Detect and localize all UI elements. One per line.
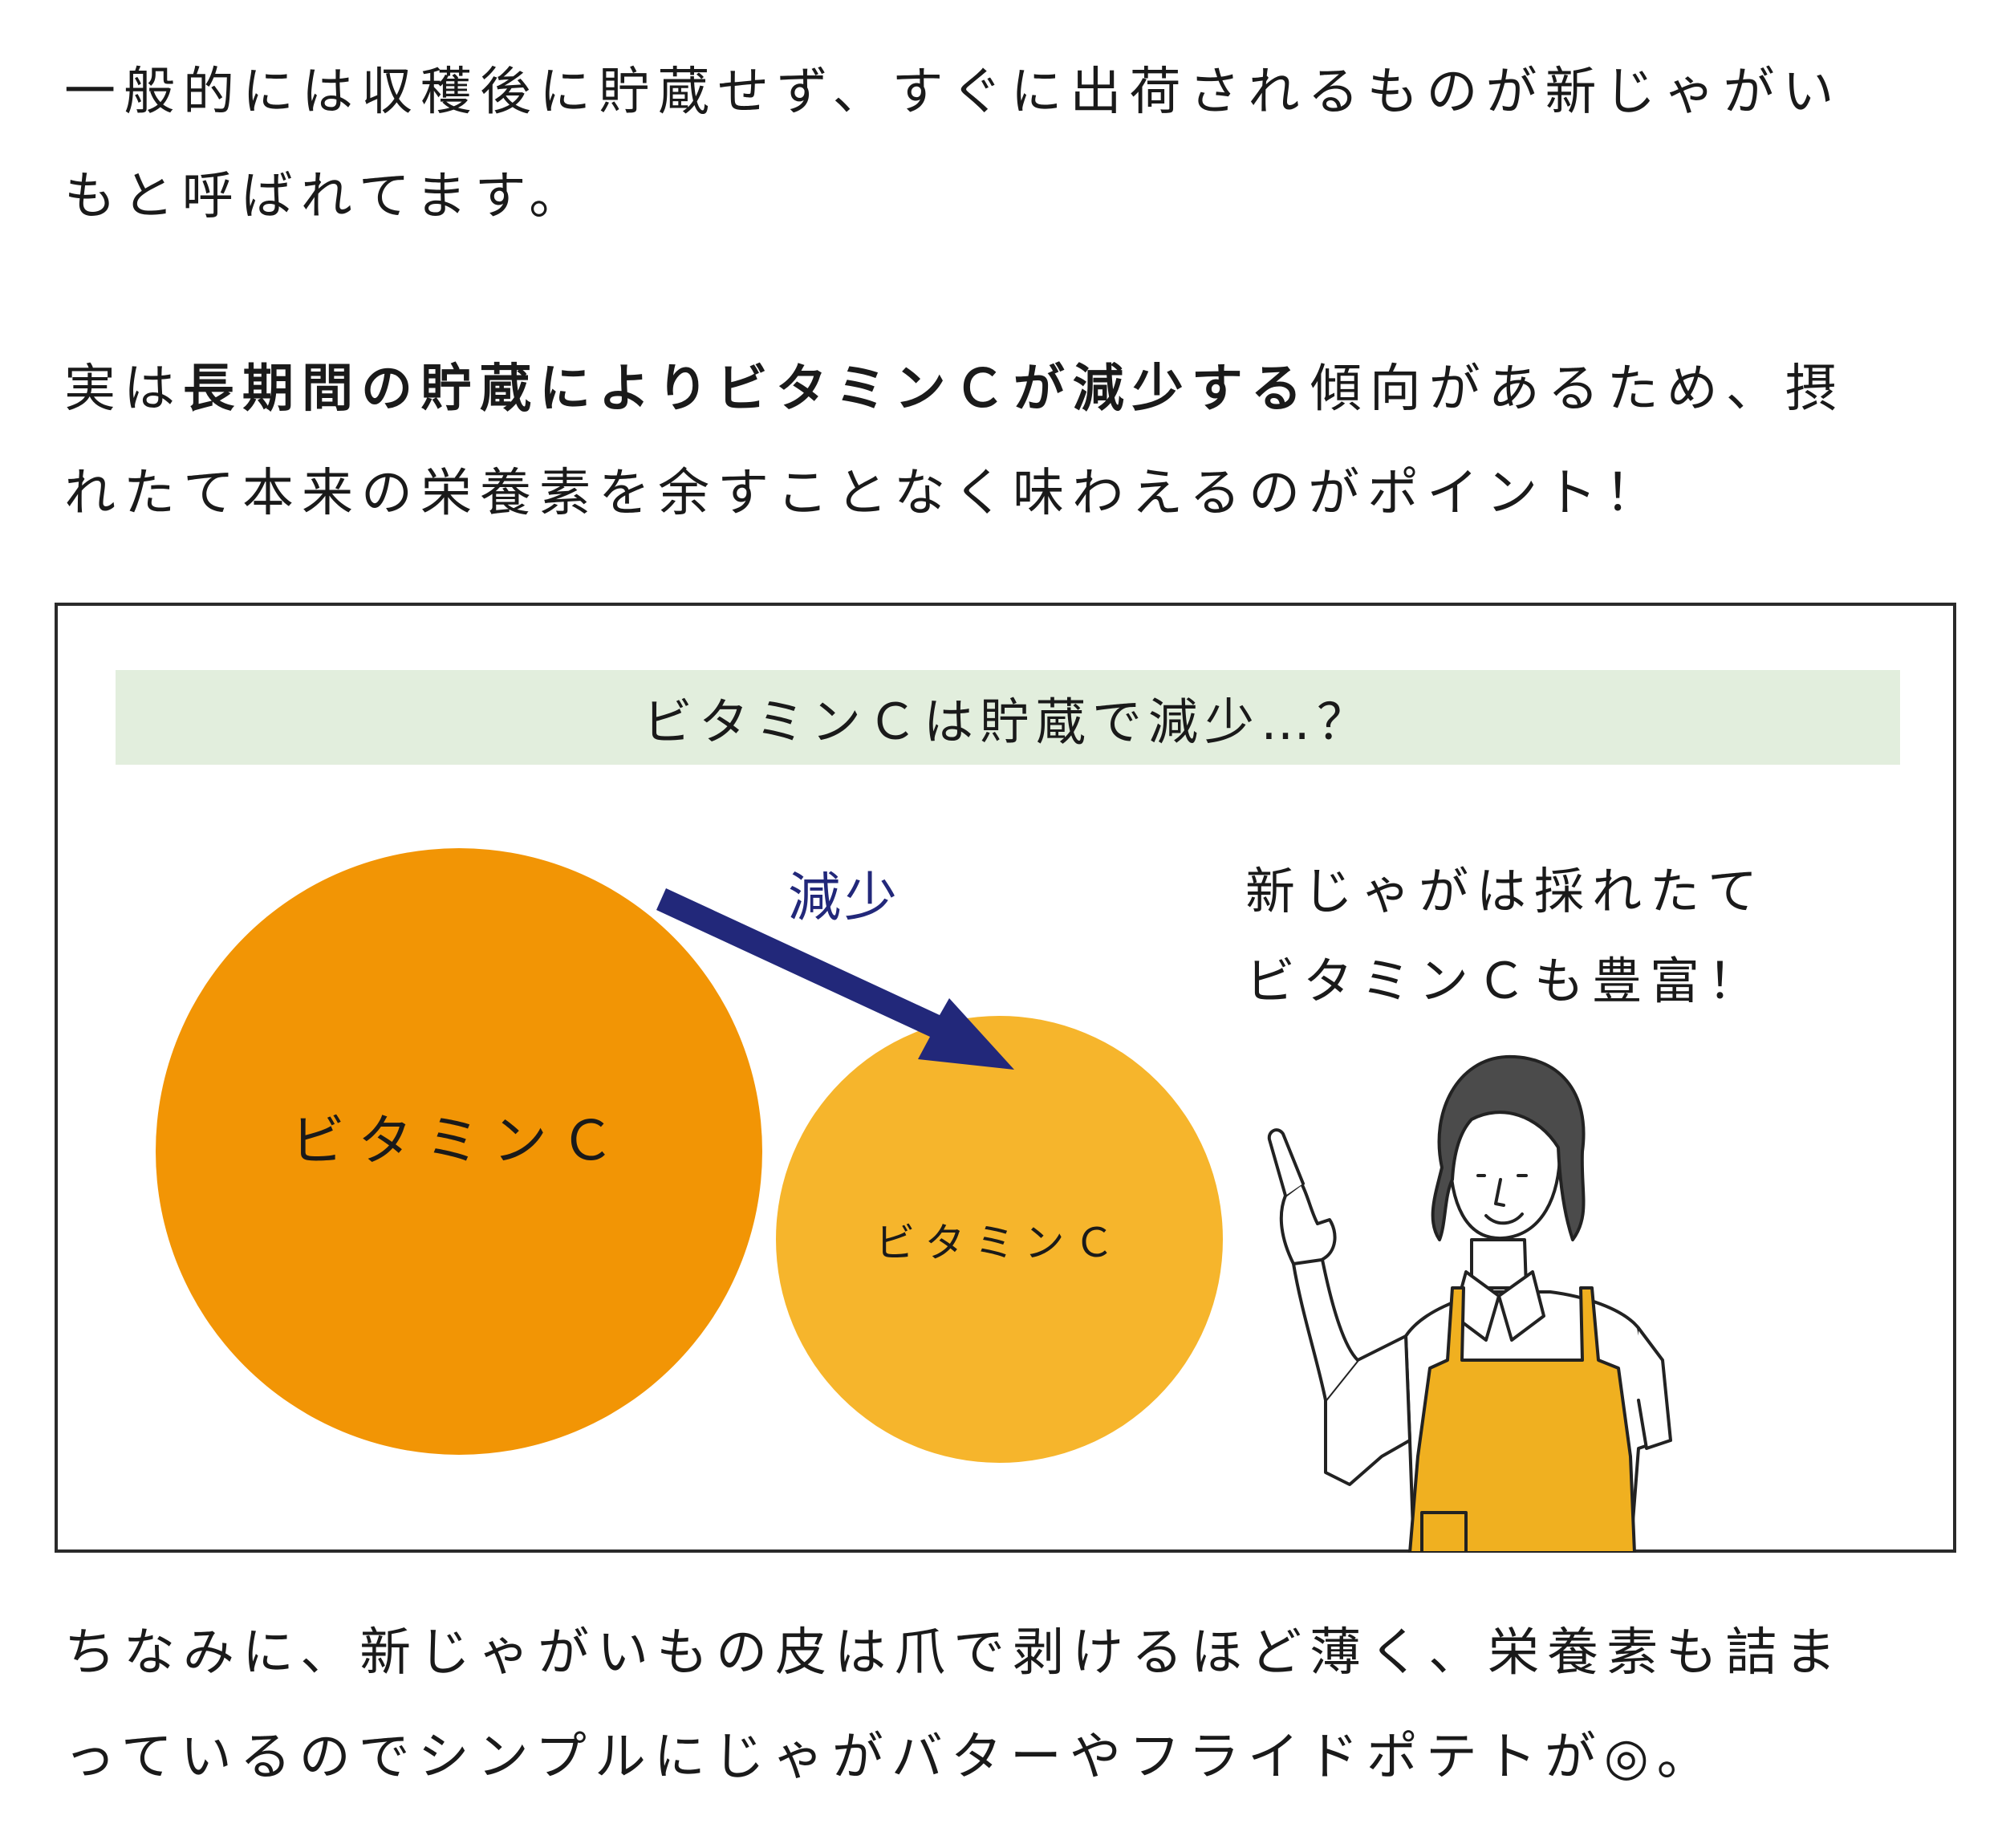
speech-line-1: 新じゃがは採れたて	[1245, 862, 1766, 920]
vitamin-c-figure: ビタミンＣは貯蔵で減少…？ ビタミンＣ ビタミンＣ 減少 新じゃがは採れたて ビ…	[55, 603, 1956, 1553]
point-line-1: 実は長期間の貯蔵によりビタミンＣが減少する傾向があるため、摂	[64, 337, 1942, 441]
intro-line-1: 一般的には収穫後に貯蔵せず、すぐに出荷されるものが新じゃがい	[64, 63, 1842, 122]
point-suffix: 傾向があるため、摂	[1310, 359, 1845, 419]
point-prefix: 実は	[64, 359, 183, 419]
closing-paragraph: ちなみに、新じゃがいもの皮は爪で剥けるほど薄く、栄養素も詰ま っているのでシンプ…	[64, 1601, 1942, 1809]
vitamin-c-after-circle: ビタミンＣ	[776, 1016, 1223, 1463]
intro-paragraph: 一般的には収穫後に貯蔵せず、すぐに出荷されるものが新じゃがい もと呼ばれてます。	[64, 40, 1942, 249]
closing-line-1: ちなみに、新じゃがいもの皮は爪で剥けるほど薄く、栄養素も詰ま	[64, 1623, 1845, 1683]
decrease-label: 減少	[788, 867, 900, 928]
circle-after-label: ビタミンＣ	[875, 1219, 1124, 1266]
shop-clerk-illustration	[1267, 1054, 1672, 1553]
speech-line-2: ビタミンＣも豊富！	[1245, 952, 1766, 1010]
intro-line-2: もと呼ばれてます。	[64, 167, 589, 226]
speech-text: 新じゃがは採れたて ビタミンＣも豊富！	[1245, 847, 1765, 1026]
closing-line-2: っているのでシンプルにじゃがバターやフライドポテトが◎。	[64, 1728, 1716, 1787]
vitamin-c-before-circle: ビタミンＣ	[156, 848, 762, 1455]
figure-banner: ビタミンＣは貯蔵で減少…？	[116, 670, 1900, 765]
circle-before-label: ビタミンＣ	[290, 1109, 627, 1173]
point-line-2: れたて本来の栄養素を余すことなく味わえるのがポイント！	[64, 464, 1665, 523]
point-emphasis: 長期間の貯蔵によりビタミンＣが減少する	[183, 359, 1310, 419]
point-paragraph: 実は長期間の貯蔵によりビタミンＣが減少する傾向があるため、摂 れたて本来の栄養素…	[64, 337, 1942, 546]
